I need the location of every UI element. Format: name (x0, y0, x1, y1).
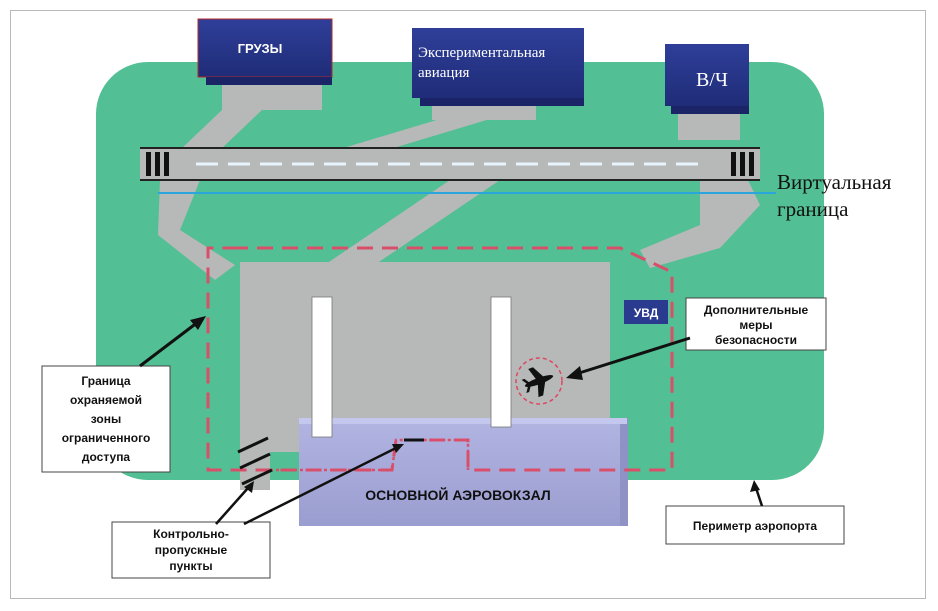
extra-security-zone (515, 357, 563, 405)
uvd-badge: УВД (624, 300, 668, 324)
experimental-label-line2: авиация (418, 65, 469, 81)
pier-right (490, 296, 512, 428)
callout-restricted-line3: зоны (91, 412, 122, 426)
callout-checkpoints: Контрольно- пропускные пункты (111, 521, 271, 579)
arrow-perimeter (750, 480, 764, 507)
restricted-zone-inner (270, 438, 470, 472)
callout-security-line1: Дополнительные (704, 303, 809, 317)
experimental-label-line1: Экспериментальная (418, 45, 545, 61)
arrow-checkpoints-2 (243, 444, 404, 526)
airplane-icon (521, 367, 554, 398)
runway (140, 147, 760, 181)
military-label: В/Ч (696, 69, 728, 91)
runway-threshold-left (146, 152, 169, 176)
callout-restricted-zone: Граница охраняемой зоны ограниченного до… (41, 365, 171, 473)
terminal-label: ОСНОВНОЙ АЭРОВОКЗАЛ (365, 486, 550, 503)
callout-restricted-line2: охраняемой (70, 393, 142, 407)
callout-restricted-line4: ограниченного (62, 431, 151, 445)
callout-checkpoints-line1: Контрольно- (153, 527, 229, 541)
cargo-building: ГРУЗЫ (197, 18, 333, 85)
callout-perimeter: Периметр аэропорта (665, 505, 845, 545)
military-unit-building: В/Ч (665, 44, 749, 114)
cargo-label: ГРУЗЫ (238, 41, 283, 56)
virtual-border-label-line1: Виртуальная (777, 170, 892, 194)
virtual-border-label-line2: граница (777, 197, 849, 221)
arrow-checkpoints-1 (215, 481, 254, 525)
uvd-label: УВД (634, 306, 659, 320)
callout-checkpoints-line2: пропускные (155, 543, 228, 557)
arrow-extra-security (566, 336, 691, 380)
callout-extra-security: Дополнительные меры безопасности (685, 297, 827, 351)
runway-threshold-right (731, 152, 754, 176)
callout-restricted-line1: Граница (81, 374, 130, 388)
checkpoint-marks (237, 436, 424, 486)
callout-restricted-line5: доступа (82, 450, 131, 464)
arrow-restricted-zone (139, 316, 206, 368)
callout-perimeter-text: Периметр аэропорта (693, 519, 818, 533)
callout-security-line2: меры (739, 318, 772, 332)
callout-checkpoints-line3: пункты (169, 559, 212, 573)
main-terminal: ОСНОВНОЙ АЭРОВОКЗАЛ (299, 418, 628, 526)
experimental-aviation-building: Экспериментальная авиация (412, 28, 584, 106)
pier-left (311, 296, 333, 438)
callout-security-line3: безопасности (715, 333, 797, 347)
diagram-frame (10, 10, 926, 599)
